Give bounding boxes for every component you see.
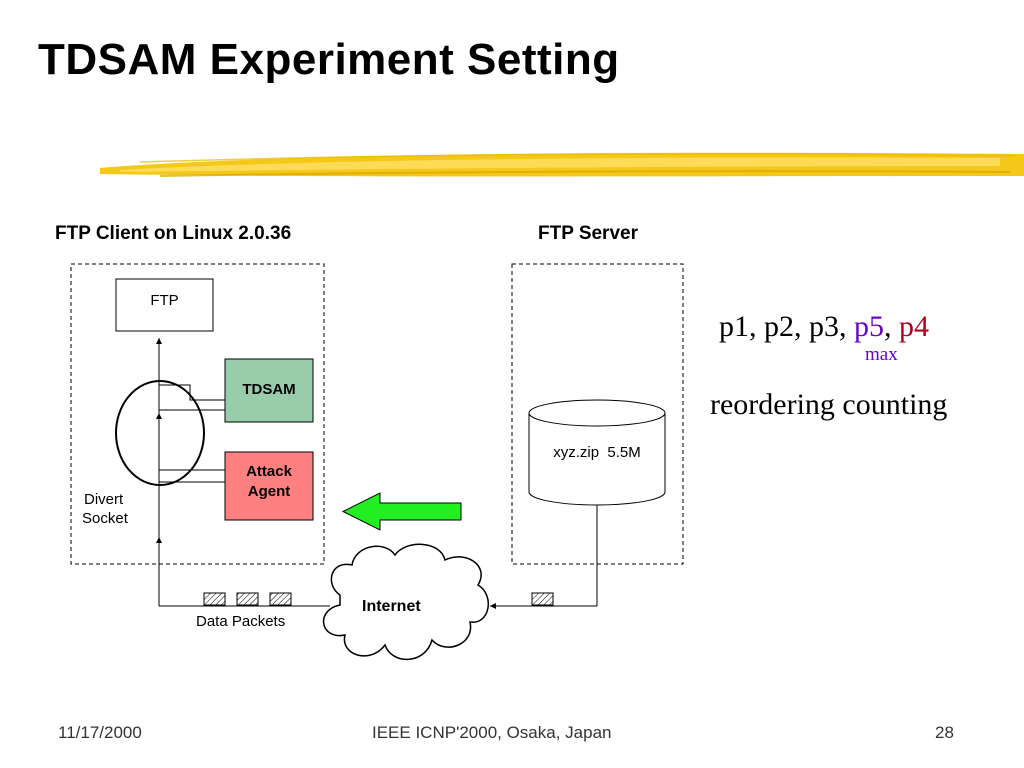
sequence-plain: p1, p2, p3, (719, 310, 854, 343)
client-heading: FTP Client on Linux 2.0.36 (55, 223, 292, 244)
tdsam-box-label: TDSAM (242, 381, 296, 398)
data-packet (236, 592, 259, 606)
client-container (70, 263, 325, 565)
sequence-p5: p5 (854, 310, 884, 343)
ftp-box (115, 278, 214, 332)
divert-label-line2: Socket (82, 510, 128, 527)
tdsam-box (224, 358, 314, 423)
data-packets-label: Data Packets (196, 613, 286, 630)
server-heading: FTP Server (538, 223, 638, 244)
highlight-brush-stroke (100, 152, 1024, 177)
internet-cloud (323, 543, 489, 661)
green-arrow-icon (341, 492, 462, 531)
footer-page-number: 28 (935, 723, 954, 742)
data-packet (269, 592, 292, 606)
divert-label-line1: Divert (84, 491, 124, 508)
file-storage-cylinder (528, 399, 666, 506)
data-packet (203, 592, 226, 606)
sequence-p4: p4 (899, 310, 929, 343)
attack-agent-label-line1: Attack (246, 463, 292, 480)
divert-socket-ellipse (115, 380, 205, 486)
sequence-comma: , (884, 310, 899, 343)
footer-conference: IEEE ICNP'2000, Osaka, Japan (372, 723, 612, 742)
packet-sequence: p1, p2, p3, p5, p4 (719, 309, 929, 345)
file-label: xyz.zip 5.5M (553, 444, 641, 461)
tdsam-link (159, 384, 225, 401)
max-label: max (865, 344, 898, 365)
ftp-box-label: FTP (150, 292, 179, 309)
attack-agent-label-line2: Agent (247, 483, 291, 500)
internet-label: Internet (362, 598, 421, 615)
reordering-caption: reordering counting (710, 388, 948, 421)
data-packet (531, 592, 554, 606)
footer-date: 11/17/2000 (58, 723, 142, 742)
attack-agent-box (224, 451, 314, 521)
slide-title: TDSAM Experiment Setting (38, 35, 620, 84)
